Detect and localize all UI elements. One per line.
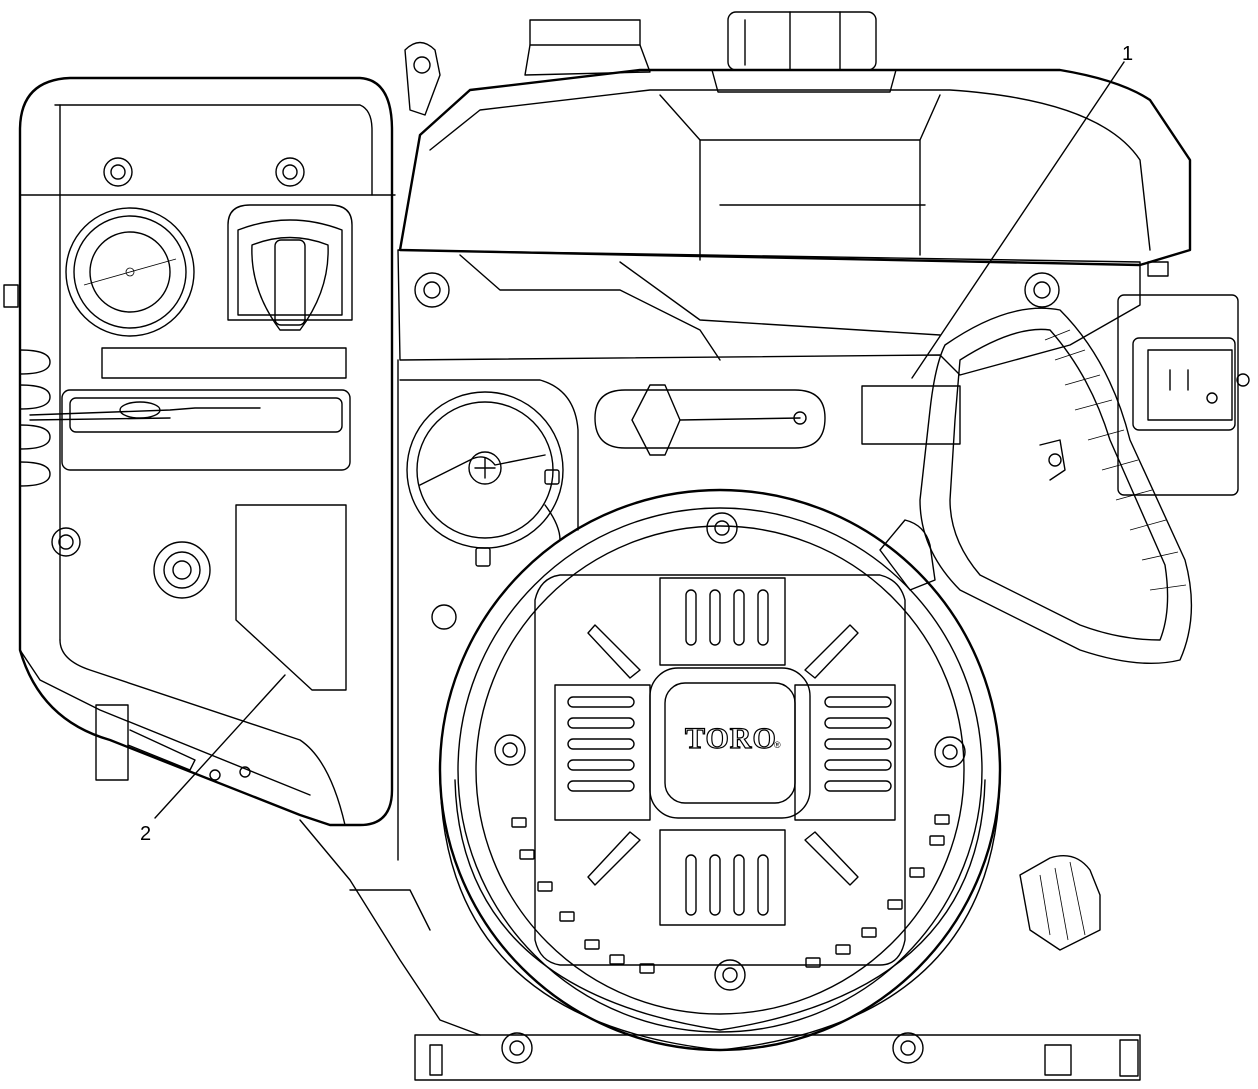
fan-grille [534, 574, 906, 966]
grille-vents-bottom [685, 854, 769, 916]
plate-bolts [414, 272, 1060, 630]
throttle-slot [29, 389, 351, 471]
callout-1: 1 [911, 43, 1133, 379]
cylinder-head [398, 19, 1192, 267]
choke-knob [65, 207, 195, 337]
callout-1-label: 1 [1122, 43, 1133, 65]
housing-bolts [51, 157, 305, 557]
fuel-valve-switch [227, 204, 353, 331]
recoil-starter-cover [438, 488, 1002, 1052]
housing-nut [153, 541, 211, 599]
toro-logo-text: TORO [685, 722, 777, 755]
side-tabs [3, 284, 51, 487]
lower-brackets [95, 704, 251, 781]
governor-slot [594, 384, 826, 456]
toro-logo-plate: TORO ® [649, 667, 811, 819]
fuel-cap [711, 11, 897, 93]
toro-registered-mark: ® [774, 740, 781, 750]
crankcase-plate [397, 249, 1141, 861]
lift-tab [404, 41, 441, 116]
callout-2-leader [154, 674, 286, 819]
starter-handle [879, 307, 1193, 665]
decal-strip [101, 347, 347, 379]
oil-fill-cap [406, 391, 564, 567]
callout-1-leader [911, 61, 1125, 379]
engine-base [414, 1032, 1141, 1081]
callout-2: 2 [140, 674, 286, 845]
electric-starter-box [1117, 261, 1250, 496]
air-cleaner-housing [18, 76, 396, 827]
cover-bolts [494, 512, 966, 991]
starter-rope-guide [1039, 439, 1066, 481]
muffler-outlet [1019, 855, 1101, 951]
grille-vents-diagonal [587, 624, 859, 886]
grille-vents-top [685, 589, 769, 646]
label-panel-2 [235, 504, 347, 691]
lower-left-housing [299, 819, 481, 1036]
grille-vents-right [824, 696, 892, 792]
grille-vents-left [567, 696, 635, 792]
callout-2-label: 2 [140, 823, 151, 845]
cover-slots-ring [511, 814, 950, 974]
label-panel-1 [861, 385, 961, 445]
